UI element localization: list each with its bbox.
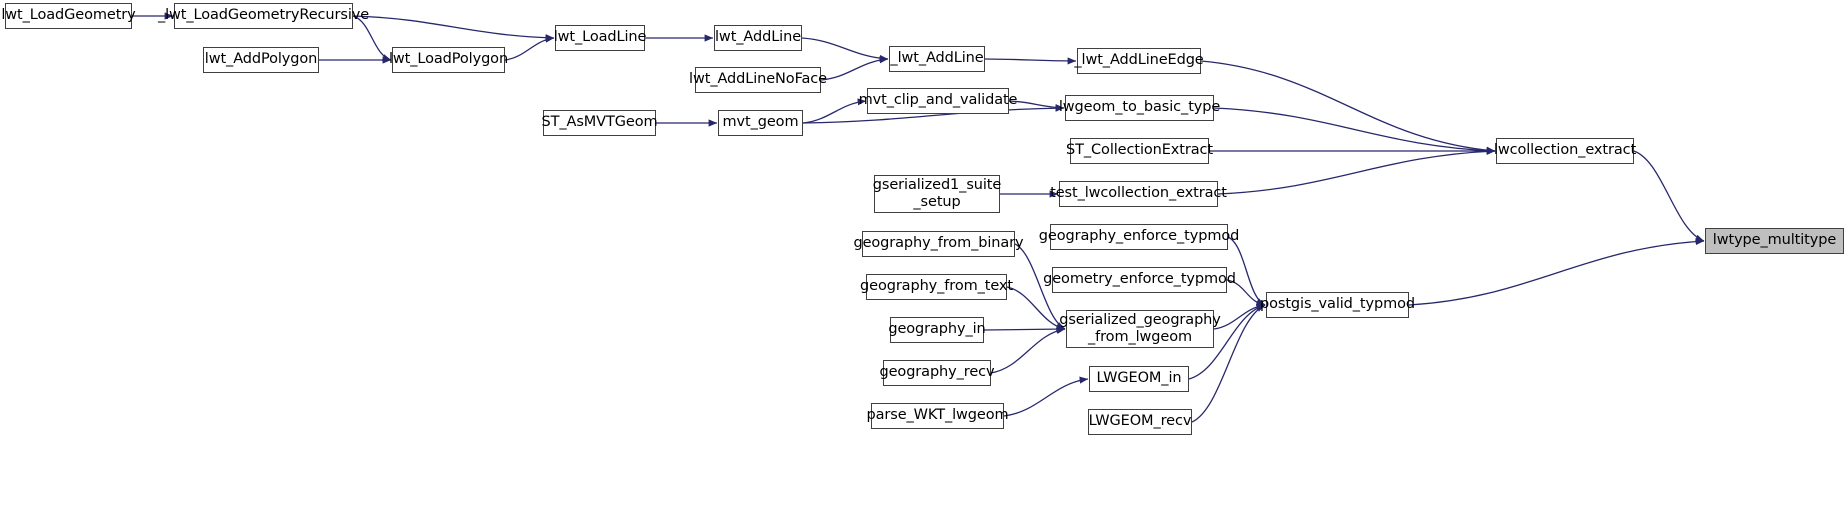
graph-node-geography_from_binary[interactable]: geography_from_binary (853, 231, 1024, 257)
graph-node-label: lwt_AddLineNoFace (689, 71, 827, 88)
graph-node-geography_in[interactable]: geography_in (888, 317, 986, 343)
graph-node-_lwt_AddLineEdge[interactable]: _lwt_AddLineEdge (1074, 48, 1204, 74)
graph-node-label: LWGEOM_recv (1088, 413, 1192, 430)
graph-node-label: lwtype_multitype (1712, 232, 1837, 249)
graph-node-label: _lwt_AddLineEdge (1074, 52, 1204, 69)
graph-node-label: postgis_valid_typmod (1260, 296, 1416, 313)
graph-node-_lwt_AddLine[interactable]: _lwt_AddLine (889, 46, 985, 72)
graph-node-parse_WKT_lwgeom[interactable]: parse_WKT_lwgeom (867, 403, 1009, 429)
graph-node-geography_from_text[interactable]: geography_from_text (860, 274, 1013, 300)
graph-edge-lwgeom_to_basic_type-to-lwcollection_extract (1213, 107, 1496, 155)
graph-node-lwgeom_to_basic_type[interactable]: lwgeom_to_basic_type (1059, 95, 1220, 121)
graph-node-label: lwt_LoadPolygon (388, 51, 509, 68)
graph-node-gserialized1_suite_setup[interactable]: gserialized1_suite _setup (873, 175, 1001, 213)
graph-edge-lwt_AddLineNoFace-to-_lwt_AddLine (820, 56, 889, 81)
graph-node-lwt_AddLine[interactable]: lwt_AddLine (714, 25, 802, 51)
graph-edge-geography_recv-to-gserialized_geography_from_lwgeom (990, 326, 1066, 374)
graph-node-label: test_lwcollection_extract (1050, 185, 1227, 202)
graph-node-label: _lwt_AddLine (890, 50, 984, 67)
graph-edge-lwcollection_extract-to-lwtype_multitype (1633, 150, 1705, 242)
graph-node-label: geography_from_text (860, 278, 1013, 295)
graph-node-label: parse_WKT_lwgeom (866, 407, 1009, 424)
graph-edge-parse_WKT_lwgeom-to-LWGEOM_in (1003, 376, 1089, 417)
graph-node-label: _lwt_LoadGeometryRecursive (157, 7, 370, 24)
graph-node-test_lwcollection_extract[interactable]: test_lwcollection_extract (1050, 181, 1227, 207)
graph-node-mvt_geom[interactable]: mvt_geom (718, 110, 803, 136)
graph-node-label: gserialized1_suite _setup (872, 176, 1002, 210)
graph-node-label: geography_recv (879, 364, 995, 381)
graph-node-label: mvt_geom (722, 114, 799, 131)
graph-node-lwcollection_extract[interactable]: lwcollection_extract (1494, 138, 1636, 164)
graph-edge-lwt_LoadPolygon-to-lwt_LoadLine (504, 35, 555, 61)
graph-node-label: LWGEOM_in (1096, 370, 1182, 387)
graph-node-geography_recv[interactable]: geography_recv (880, 360, 995, 386)
graph-node-gserialized_geography_from_lwgeom[interactable]: gserialized_geography _from_lwgeom (1059, 310, 1221, 348)
graph-node-LWGEOM_recv[interactable]: LWGEOM_recv (1088, 409, 1192, 435)
graph-node-label: mvt_clip_and_validate (858, 92, 1018, 109)
graph-edge-lwt_AddLine-to-_lwt_AddLine (801, 37, 889, 63)
graph-node-LWGEOM_in[interactable]: LWGEOM_in (1089, 366, 1189, 392)
graph-node-label: ST_CollectionExtract (1066, 142, 1213, 159)
graph-node-postgis_valid_typmod[interactable]: postgis_valid_typmod (1260, 292, 1415, 318)
graph-node-geography_enforce_typmod[interactable]: geography_enforce_typmod (1039, 224, 1239, 250)
graph-node-lwt_LoadPolygon[interactable]: lwt_LoadPolygon (389, 47, 508, 73)
graph-edge-_lwt_AddLine-to-_lwt_AddLineEdge (984, 57, 1077, 65)
graph-node-lwt_AddPolygon[interactable]: lwt_AddPolygon (203, 47, 319, 73)
graph-node-label: lwgeom_to_basic_type (1058, 99, 1221, 116)
graph-edge-geography_in-to-gserialized_geography_from_lwgeom (983, 325, 1066, 333)
graph-node-label: lwcollection_extract (1493, 142, 1637, 159)
graph-node-label: geography_enforce_typmod (1038, 228, 1240, 245)
graph-edge-_lwt_LoadGeometryRecursive-to-lwt_LoadLine (352, 15, 555, 42)
graph-node-label: geometry_enforce_typmod (1043, 271, 1236, 288)
graph-node-_lwt_LoadGeometryRecursive[interactable]: _lwt_LoadGeometryRecursive (158, 3, 369, 29)
graph-node-lwtype_multitype[interactable]: lwtype_multitype (1705, 228, 1844, 254)
graph-node-label: ST_AsMVTGeom (541, 114, 658, 131)
graph-node-lwt_LoadLine[interactable]: lwt_LoadLine (554, 25, 646, 51)
graph-node-lwt_AddLineNoFace[interactable]: lwt_AddLineNoFace (689, 67, 827, 93)
graph-node-label: lwt_LoadLine (553, 29, 647, 46)
graph-edge-postgis_valid_typmod-to-lwtype_multitype (1408, 237, 1705, 306)
graph-edge-_lwt_AddLineEdge-to-lwcollection_extract (1200, 60, 1496, 154)
graph-node-ST_AsMVTGeom[interactable]: ST_AsMVTGeom (541, 110, 658, 136)
graph-node-geometry_enforce_typmod[interactable]: geometry_enforce_typmod (1043, 267, 1236, 293)
graph-node-label: geography_from_binary (853, 235, 1024, 252)
graph-edge-test_lwcollection_extract-to-lwcollection_extract (1217, 147, 1496, 195)
graph-node-label: lwt_LoadGeometry (1, 7, 136, 24)
graph-node-lwt_LoadGeometry[interactable]: lwt_LoadGeometry (1, 3, 136, 29)
graph-node-ST_CollectionExtract[interactable]: ST_CollectionExtract (1066, 138, 1213, 164)
graph-node-label: lwt_AddPolygon (204, 51, 318, 68)
graph-node-label: gserialized_geography _from_lwgeom (1059, 311, 1221, 345)
graph-node-label: geography_in (888, 321, 986, 338)
graph-node-label: lwt_AddLine (715, 29, 802, 46)
graph-node-mvt_clip_and_validate[interactable]: mvt_clip_and_validate (859, 88, 1017, 114)
